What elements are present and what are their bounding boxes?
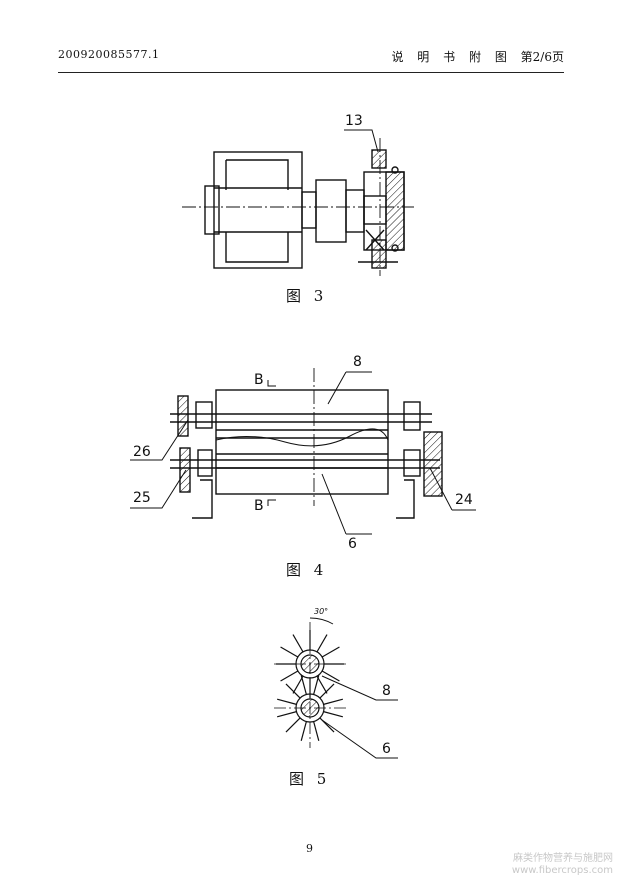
section-marker-bottom: B <box>254 498 264 514</box>
sheet-label: 说 明 书 附 图 第2/6页 <box>381 48 564 65</box>
callout-8: 8 <box>382 683 391 699</box>
callout-25: 25 <box>133 490 151 506</box>
section-marker-top: B <box>254 372 264 388</box>
figure-5-caption: 图 5 <box>289 770 331 788</box>
header-rule <box>58 72 564 73</box>
callout-6: 6 <box>348 536 357 552</box>
callout-6: 6 <box>382 741 391 757</box>
callout-24: 24 <box>455 492 473 508</box>
watermark-line-1: 麻类作物营养与施肥网 <box>513 853 613 864</box>
callout-26: 26 <box>133 444 151 460</box>
figure-3-caption: 图 3 <box>286 287 328 305</box>
watermark-line-2: www.fibercrops.com <box>511 865 613 876</box>
callout-13: 13 <box>345 113 363 129</box>
page-number: 9 <box>306 842 313 855</box>
figure-4-caption: 图 4 <box>286 561 328 579</box>
sheet-word: 书 <box>443 50 456 64</box>
callout-8: 8 <box>353 354 362 370</box>
figure-5-drawing <box>274 617 398 759</box>
angle-label: 30° <box>314 607 328 616</box>
sheet-word: 明 <box>417 50 430 64</box>
page-of-label: 第2/6页 <box>520 50 564 64</box>
sheet-word: 说 <box>391 50 404 64</box>
sheet-word: 附 <box>468 50 481 64</box>
sheet-word: 图 <box>494 50 507 64</box>
figure-3-drawing <box>182 129 414 276</box>
figure-4-drawing <box>130 368 476 535</box>
watermark: 麻类作物营养与施肥网 www.fibercrops.com <box>512 853 613 877</box>
page-header: 200920085577.1 说 明 书 附 图 第2/6页 <box>58 48 564 70</box>
document-number: 200920085577.1 <box>58 48 160 61</box>
